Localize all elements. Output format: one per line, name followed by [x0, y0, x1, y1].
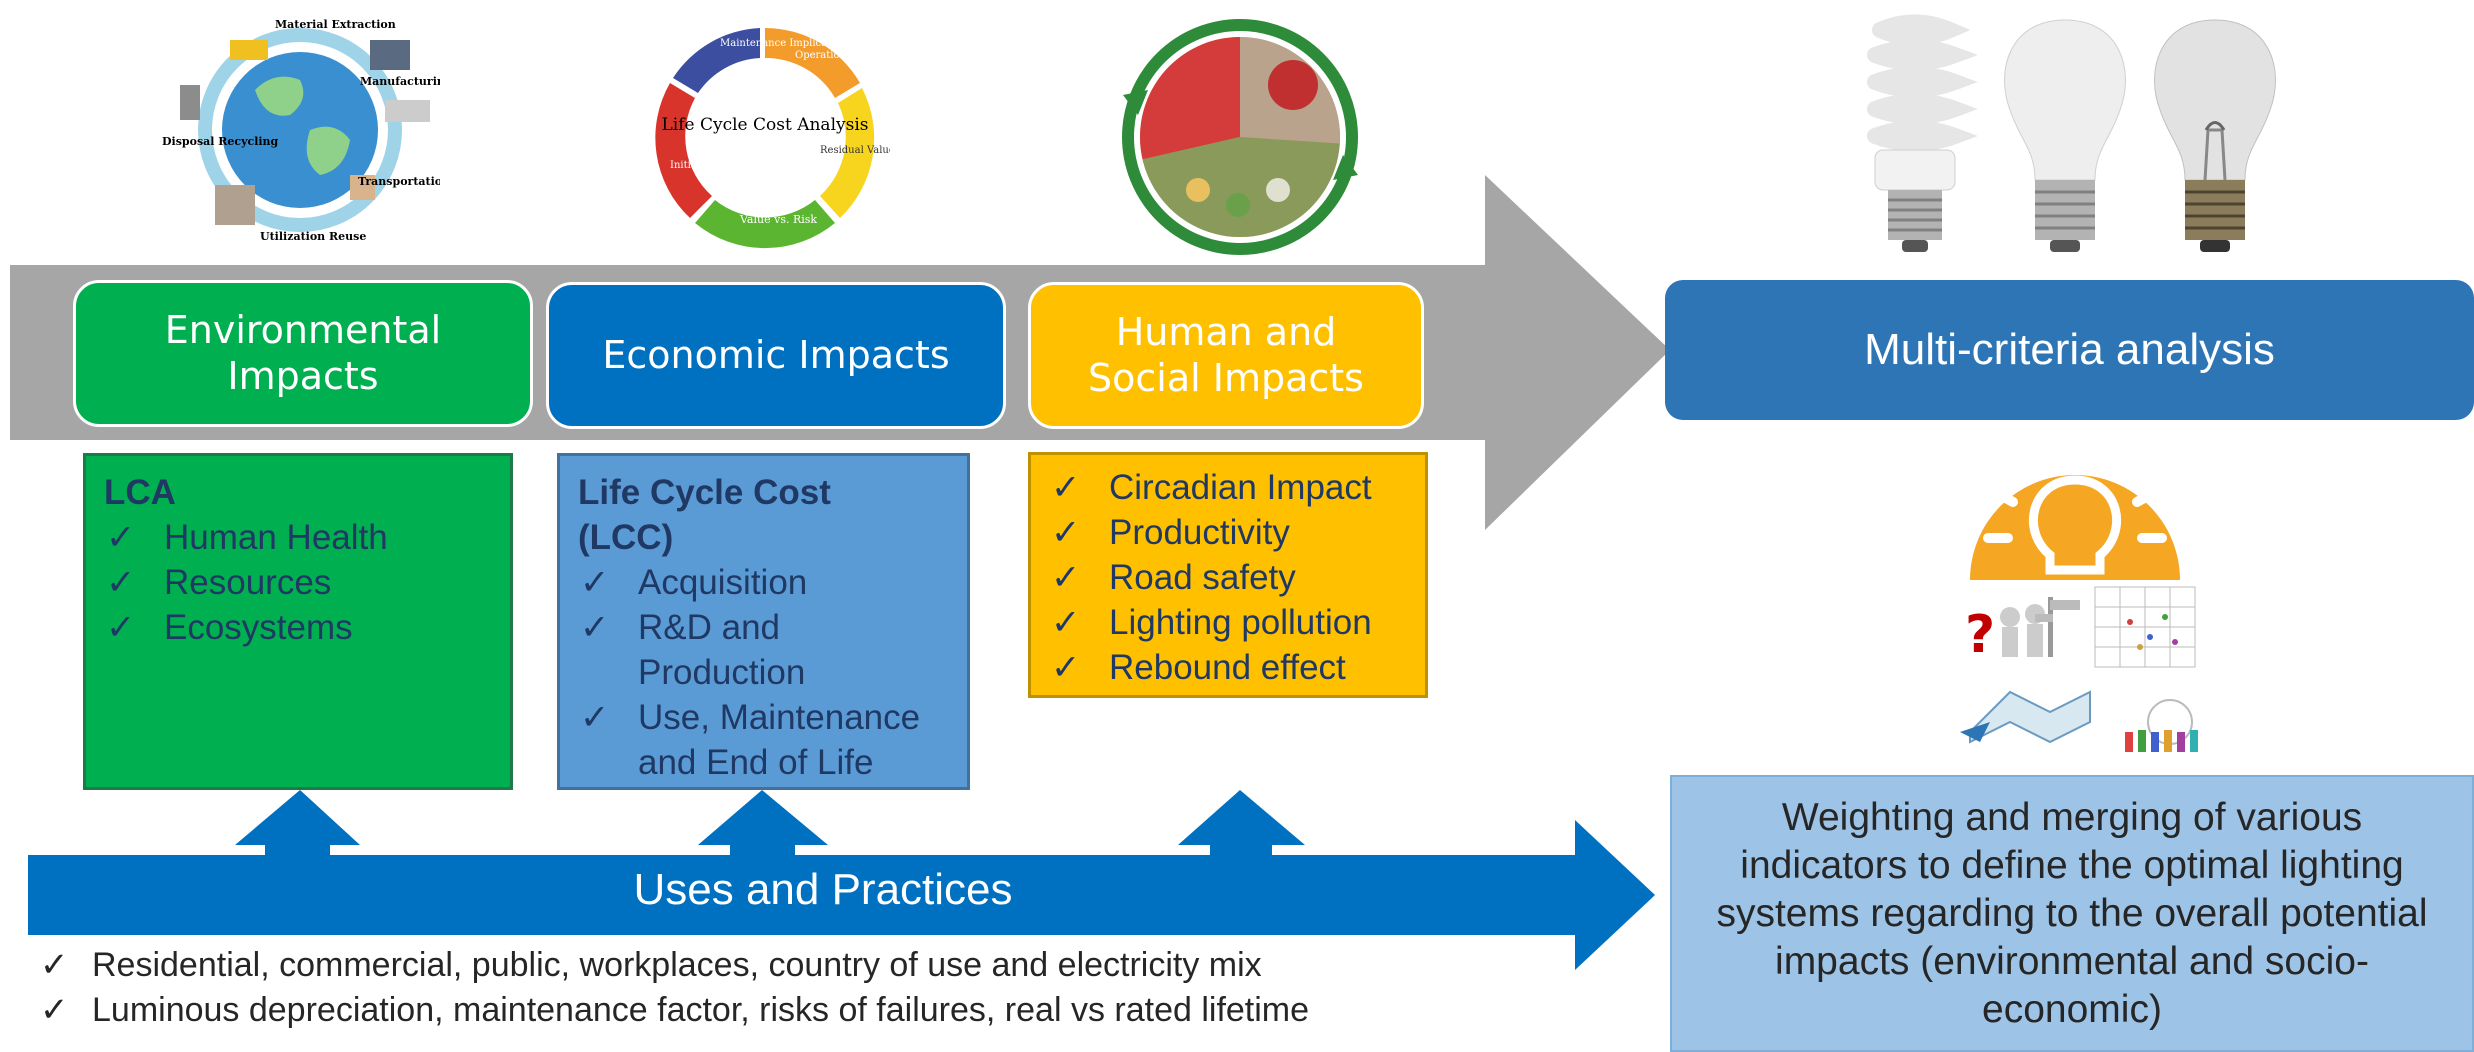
- human-social-panel: ✓Circadian Impact ✓Productivity ✓Road sa…: [1028, 452, 1428, 698]
- human-item: ✓Lighting pollution: [1049, 600, 1407, 645]
- check-icon: ✓: [1051, 603, 1081, 642]
- check-icon: ✓: [106, 608, 136, 647]
- lca-label-utilization: Utilization Reuse: [260, 230, 366, 243]
- check-icon: ✓: [1051, 558, 1081, 597]
- check-icon: ✓: [106, 518, 136, 557]
- lca-panel-title: LCA: [104, 473, 176, 512]
- economic-header-label: Economic Impacts: [602, 332, 950, 377]
- lcc-cycle-icon: Life Cycle Cost Analysis Maintenance Imp…: [655, 28, 890, 249]
- check-icon: ✓: [106, 563, 136, 602]
- incandescent-bulb-icon: [2154, 19, 2276, 252]
- multi-criteria-label: Multi-criteria analysis: [1864, 324, 2275, 374]
- bottom-list-item: ✓Residential, commercial, public, workpl…: [40, 943, 1309, 988]
- lcc-item: ✓Use, Maintenance and End of Life: [578, 695, 949, 785]
- idea-bulb-icon: [1970, 433, 2180, 580]
- cfl-bulb-icon: [1867, 14, 1978, 252]
- lca-label-disposal: Disposal Recycling: [162, 135, 279, 148]
- lca-globe-icon: Material Extraction Manufacturing Produc…: [162, 18, 440, 243]
- led-bulb-icon: [2004, 19, 2126, 252]
- lcc-item: ✓Acquisition: [578, 560, 949, 605]
- social-photo-collage-icon: [1122, 19, 1358, 255]
- check-icon: ✓: [1051, 648, 1081, 687]
- check-icon: ✓: [1051, 468, 1081, 507]
- uses-practices-label: Uses and Practices: [633, 865, 1013, 914]
- check-icon: ✓: [40, 991, 69, 1029]
- environmental-header-label: Environmental Impacts: [164, 307, 442, 398]
- weighting-description-box: Weighting and merging of various indicat…: [1670, 775, 2474, 1052]
- lcc-panel-title: Life Cycle Cost (LCC): [578, 473, 831, 557]
- lcc-center-label: Life Cycle Cost Analysis: [661, 115, 868, 135]
- economic-impacts-header: Economic Impacts: [546, 282, 1006, 429]
- check-icon: ✓: [580, 698, 610, 737]
- svg-text:?: ?: [1965, 605, 1995, 665]
- lca-item: ✓Resources: [104, 560, 492, 605]
- decision-icons-cluster: ?: [1960, 586, 2198, 752]
- check-icon: ✓: [580, 563, 610, 602]
- lca-panel: LCA ✓Human Health ✓Resources ✓Ecosystems: [83, 453, 513, 790]
- lcc-item: ✓R&D and Production: [578, 605, 838, 695]
- bottom-list: ✓Residential, commercial, public, workpl…: [40, 943, 1309, 1033]
- bottom-list-item: ✓Luminous depreciation, maintenance fact…: [40, 988, 1309, 1033]
- check-icon: ✓: [40, 946, 69, 984]
- lca-label-material: Material Extraction: [275, 18, 396, 31]
- human-social-header-label: Human and Social Impacts: [1088, 309, 1364, 400]
- lca-item: ✓Human Health: [104, 515, 492, 560]
- lca-label-manufacturing: Manufacturing Production: [360, 75, 440, 88]
- check-icon: ✓: [1051, 513, 1081, 552]
- uses-practices-arrow: [28, 790, 1655, 970]
- lcc-label-operational: Operational Expenses: [795, 50, 890, 61]
- human-item: ✓Rebound effect: [1049, 645, 1407, 690]
- human-social-impacts-header: Human and Social Impacts: [1028, 282, 1424, 429]
- multi-criteria-header: Multi-criteria analysis: [1665, 280, 2474, 420]
- lcc-label-residual: Residual Value: [820, 145, 890, 156]
- human-item: ✓Road safety: [1049, 555, 1407, 600]
- lcc-label-value-risk: Value vs. Risk: [739, 213, 817, 226]
- human-item: ✓Circadian Impact: [1049, 465, 1407, 510]
- check-icon: ✓: [580, 608, 610, 647]
- lcc-panel: Life Cycle Cost (LCC) ✓Acquisition ✓R&D …: [557, 453, 970, 790]
- environmental-impacts-header: Environmental Impacts: [73, 280, 533, 427]
- lcc-label-initial: Initial Expenditure: [670, 160, 766, 171]
- lcc-label-maintenance: Maintenance Implications: [720, 38, 852, 49]
- lca-label-transportation: Transportation: [358, 175, 440, 188]
- lca-item: ✓Ecosystems: [104, 605, 492, 650]
- weighting-text: Weighting and merging of various indicat…: [1716, 795, 2428, 1031]
- human-item: ✓Productivity: [1049, 510, 1407, 555]
